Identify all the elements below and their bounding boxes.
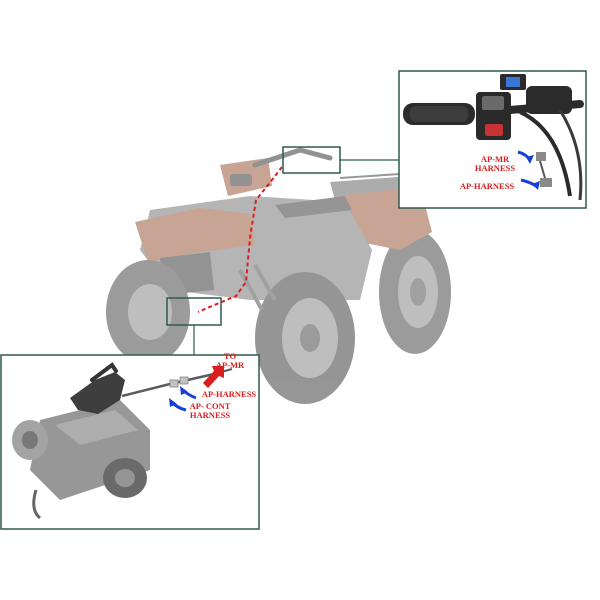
- harness-route-line: [197, 166, 283, 313]
- front-wheel-left: [106, 260, 190, 364]
- rear-wheel-right: [379, 230, 451, 354]
- arrow-icon: [203, 366, 224, 388]
- label-ap-cont-line2: HARNESS: [189, 410, 231, 420]
- label-ap-mr-harness-line1: AP-MR: [480, 154, 510, 164]
- curved-arrow-icon: [180, 386, 197, 400]
- label-ap-harness-right-text: AP-HARNESS: [459, 181, 515, 191]
- curved-arrow-icon: [517, 150, 534, 164]
- front-wheel-right: [255, 272, 355, 404]
- label-to-text: TO: [223, 351, 237, 361]
- curved-arrow-icon: [169, 398, 187, 412]
- label-ap-mr-harness: AP-MR HARNESS: [470, 155, 520, 173]
- front-suspension: [238, 264, 277, 311]
- front-fender: [135, 208, 255, 262]
- winch-detail: [12, 362, 233, 520]
- curved-arrow-icon: [520, 178, 540, 190]
- atv-seat: [275, 196, 352, 218]
- label-ap-harness-left-text: AP-HARNESS: [201, 389, 257, 399]
- handlebar-detail: [403, 74, 584, 201]
- label-to-target: AP-MR: [215, 360, 245, 370]
- label-ap-cont-line1: AP- CONT: [189, 401, 231, 411]
- label-ap-cont-harness: AP- CONT HARNESS: [185, 402, 235, 420]
- label-ap-mr-harness-line2: HARNESS: [474, 163, 516, 173]
- label-ap-harness-right: AP-HARNESS: [452, 182, 522, 191]
- atv-vehicle: [106, 147, 451, 404]
- label-to-ap-mr: TO AP-MR: [212, 352, 248, 370]
- headlight-pod: [220, 158, 272, 196]
- label-ap-harness-left: AP-HARNESS: [198, 390, 260, 399]
- handlebar: [252, 147, 333, 168]
